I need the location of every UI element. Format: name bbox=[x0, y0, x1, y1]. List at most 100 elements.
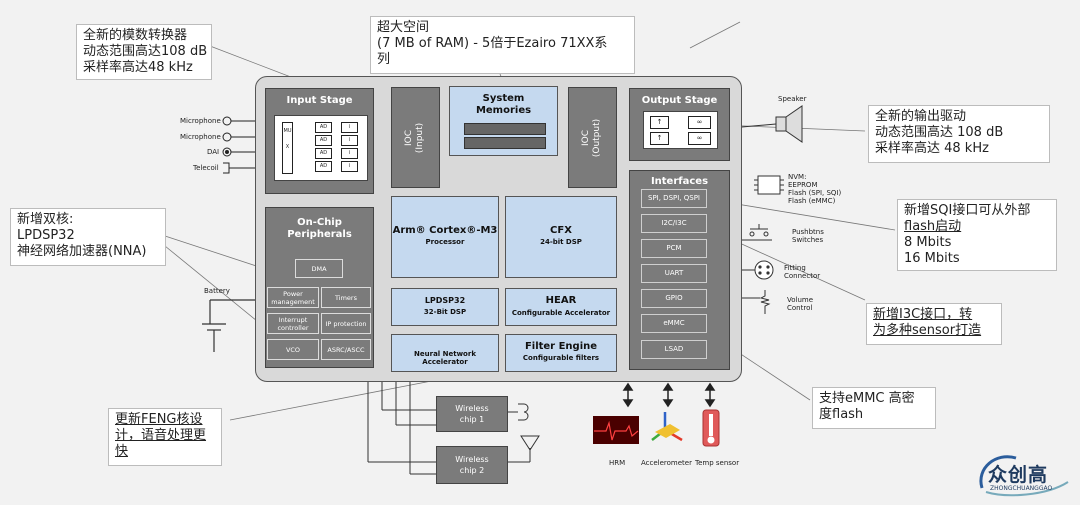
iface-emmc: eMMC bbox=[641, 314, 707, 333]
wireless-chip-2: Wireless chip 2 bbox=[436, 446, 508, 484]
system-memories-title: System Memories bbox=[475, 93, 532, 116]
accelerometer-label: Accelerometer bbox=[641, 459, 692, 467]
callout-sqi: 新增SQI接口可从外部 flash启动 8 Mbits 16 Mbits bbox=[897, 199, 1057, 271]
callout-i3c-line-1: 新增I3C接口，转 bbox=[873, 307, 973, 322]
source-dai: DAI bbox=[207, 148, 220, 156]
source-telecoil: Telecoil bbox=[193, 164, 219, 172]
hear-title: HEAR bbox=[545, 295, 577, 306]
callout-i3c-line-2: 为多种sensor打造 bbox=[873, 323, 982, 338]
callout-dualcore-line-3: 神经网络加速器(NNA) bbox=[17, 244, 147, 259]
cfx-title: CFX bbox=[550, 225, 572, 236]
callout-output-line-1: 全新的输出驱动 bbox=[875, 109, 967, 124]
pushbtns-line-2: Switches bbox=[792, 236, 824, 244]
mux-box: MUX bbox=[282, 122, 293, 174]
callout-memory-line-3: 列 bbox=[377, 52, 391, 67]
callout-adc: 全新的模数转换器 动态范围高达108 dB 采样率高达48 kHz bbox=[76, 24, 212, 80]
arm-cortex-sub: Processor bbox=[425, 238, 465, 246]
nna-title: Neural Network Accelerator bbox=[414, 350, 476, 366]
ad-converter-4: AD bbox=[315, 161, 332, 172]
callout-output: 全新的输出驱动 动态范围高达 108 dB 采样率高达 48 kHz bbox=[868, 105, 1050, 163]
iface-pcm: PCM bbox=[641, 239, 707, 258]
system-memories-block: System Memories bbox=[449, 86, 558, 156]
logo-cn-text: 众创高 bbox=[988, 464, 1049, 486]
ioc-input-block: IOC (Input) bbox=[391, 87, 440, 188]
filter-engine-sub: Configurable filters bbox=[522, 354, 600, 362]
filter-icon-4: ⌇ bbox=[341, 161, 358, 172]
input-stage-title: Input Stage bbox=[286, 95, 353, 106]
battery-label: Battery bbox=[204, 287, 230, 295]
asrc-ascc-box: ASRC/ASCC bbox=[321, 339, 371, 360]
callout-dualcore-line-2: LPDSP32 bbox=[17, 228, 75, 243]
interfaces-title: Interfaces bbox=[650, 176, 709, 187]
callout-feng-line-2: 计，语音处理更 bbox=[115, 428, 207, 443]
callout-sqi-line-3: 8 Mbits bbox=[904, 235, 952, 250]
filter-icon-2: ⌇ bbox=[341, 135, 358, 146]
nvm-line-2: EEPROM bbox=[788, 181, 818, 189]
filter-icon-3: ⌇ bbox=[341, 148, 358, 159]
lpdsp32-title: LPDSP32 bbox=[424, 296, 466, 305]
input-stage-block: Input Stage MUX AD AD AD AD ⌇ ⌇ ⌇ ⌇ bbox=[265, 88, 374, 194]
interrupt-controller-box: Interrupt controller bbox=[267, 313, 319, 334]
cfx-sub: 24-bit DSP bbox=[540, 238, 582, 246]
nna-block: Neural Network Accelerator bbox=[391, 334, 499, 372]
vco-box: VCO bbox=[267, 339, 319, 360]
volume-line-1: Volume bbox=[787, 296, 814, 304]
ioc-output-block: IOC (Output) bbox=[568, 87, 617, 188]
callout-sqi-line-2: flash启动 bbox=[904, 219, 962, 234]
memory-bank-2 bbox=[464, 137, 546, 149]
power-management-box: Power management bbox=[267, 287, 319, 308]
iface-i2c-i3c: I2C/I3C bbox=[641, 214, 707, 233]
speaker-label: Speaker bbox=[778, 95, 807, 103]
lpdsp32-block: LPDSP32 32-Bit DSP bbox=[391, 288, 499, 326]
brand-logo: 众创高 ZHONGCHUANGGAO bbox=[976, 448, 1076, 500]
logo-en-text: ZHONGCHUANGGAO bbox=[990, 485, 1053, 492]
filter-engine-block: Filter Engine Configurable filters bbox=[505, 334, 617, 372]
callout-memory: 超大空间 (7 MB of RAM) - 5倍于Ezairo 71XX系 列 bbox=[370, 16, 635, 74]
callout-emmc-line-1: 支持eMMC 高密 bbox=[819, 391, 915, 406]
peripherals-title: On-Chip Peripherals bbox=[287, 217, 352, 240]
output-stage-block: Output Stage ↑ ↑ ∞ ∞ bbox=[629, 88, 730, 161]
driver-arrow-icon-2: ↑ bbox=[650, 132, 669, 145]
callout-feng-line-3: 快 bbox=[115, 444, 129, 459]
fitting-line-1: Fitting bbox=[784, 264, 806, 272]
output-stage-title: Output Stage bbox=[641, 95, 718, 106]
callout-adc-line-3: 采样率高达48 kHz bbox=[83, 60, 193, 75]
nvm-line-3: Flash (SPI, SQI) bbox=[788, 189, 842, 197]
hrm-label: HRM bbox=[609, 459, 626, 467]
hear-sub: Configurable Accelerator bbox=[511, 309, 611, 317]
input-stage-panel: MUX AD AD AD AD ⌇ ⌇ ⌇ ⌇ bbox=[274, 115, 368, 181]
callout-feng-line-1: 更新FENG核设 bbox=[115, 412, 203, 427]
wireless-chip-1-label: Wireless chip 1 bbox=[455, 404, 489, 424]
filter-icon-1: ⌇ bbox=[341, 122, 358, 133]
output-stage-panel: ↑ ↑ ∞ ∞ bbox=[643, 111, 718, 149]
fitting-line-2: Connector bbox=[784, 272, 821, 280]
iface-gpio: GPIO bbox=[641, 289, 707, 308]
callout-dualcore-line-1: 新增双核: bbox=[17, 212, 74, 227]
lpdsp32-sub: 32-Bit DSP bbox=[423, 308, 467, 316]
callout-output-line-2: 动态范围高达 108 dB bbox=[875, 125, 1004, 140]
fitting-connector-label: Fitting Connector bbox=[784, 264, 820, 280]
driver-loop-icon-2: ∞ bbox=[688, 132, 711, 145]
driver-arrow-icon-1: ↑ bbox=[650, 116, 669, 129]
iface-lsad: LSAD bbox=[641, 340, 707, 359]
callout-feng: 更新FENG核设 计，语音处理更 快 bbox=[108, 408, 222, 466]
arm-cortex-title: Arm® Cortex®-M3 bbox=[392, 225, 498, 236]
ad-converter-1: AD bbox=[315, 122, 332, 133]
temp-sensor-label: Temp sensor bbox=[695, 459, 740, 467]
arm-cortex-block: Arm® Cortex®-M3 Processor bbox=[391, 196, 499, 278]
hear-block: HEAR Configurable Accelerator bbox=[505, 288, 617, 326]
source-microphone-1: Microphone bbox=[180, 117, 221, 125]
memory-bank-1 bbox=[464, 123, 546, 135]
ad-converter-3: AD bbox=[315, 148, 332, 159]
ioc-output-label: IOC (Output) bbox=[581, 118, 603, 157]
ad-converter-2: AD bbox=[315, 135, 332, 146]
iface-spi: SPI, DSPI, QSPI bbox=[641, 189, 707, 208]
iface-uart: UART bbox=[641, 264, 707, 283]
callout-emmc-line-2: 度flash bbox=[819, 407, 864, 422]
volume-control-label: Volume Control bbox=[787, 296, 813, 312]
source-microphone-2: Microphone bbox=[180, 133, 221, 141]
callout-memory-line-2: (7 MB of RAM) - 5倍于Ezairo 71XX系 bbox=[377, 36, 608, 51]
callout-i3c: 新增I3C接口，转 为多种sensor打造 bbox=[866, 303, 1002, 345]
callout-emmc: 支持eMMC 高密 度flash bbox=[812, 387, 936, 429]
